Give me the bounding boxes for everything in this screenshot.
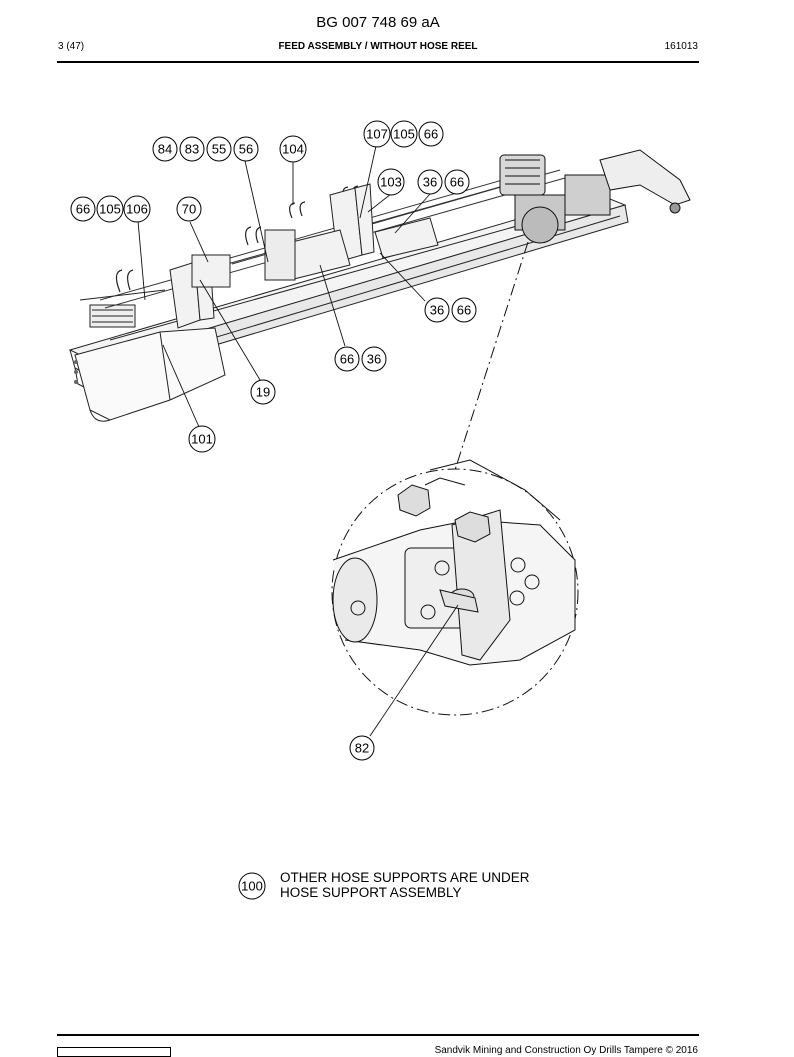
callout-66-d: 66 bbox=[457, 303, 471, 318]
date-code: 161013 bbox=[664, 41, 698, 52]
callout-bubbles bbox=[70, 120, 477, 900]
callout-bubble-84 bbox=[152, 136, 178, 162]
callout-56: 56 bbox=[239, 142, 253, 157]
hose-guide bbox=[74, 289, 226, 422]
callout-bubble-100 bbox=[238, 872, 266, 900]
callout-bubble-107 bbox=[363, 120, 391, 148]
callout-104: 104 bbox=[282, 142, 304, 157]
callout-84: 84 bbox=[158, 142, 172, 157]
callout-bubble-56 bbox=[233, 136, 259, 162]
rotation-unit bbox=[499, 149, 691, 244]
callout-bubble-66-a bbox=[418, 121, 444, 147]
page-number: 3 (47) bbox=[58, 41, 85, 52]
callout-66-a: 66 bbox=[424, 127, 438, 142]
callout-66-b: 66 bbox=[450, 175, 464, 190]
callout-bubble-83 bbox=[179, 136, 205, 162]
callout-107: 107 bbox=[366, 127, 388, 142]
callout-bubble-105-b bbox=[96, 195, 124, 223]
callout-bubble-105-a bbox=[390, 120, 418, 148]
callout-36-c: 36 bbox=[367, 352, 381, 367]
callout-36-a: 36 bbox=[423, 175, 437, 190]
callout-bubble-103 bbox=[377, 168, 405, 196]
document-id: BG 007 748 69 aA bbox=[316, 14, 440, 31]
callout-bubble-66-e bbox=[334, 346, 360, 372]
note-line-2: HOSE SUPPORT ASSEMBLY bbox=[280, 885, 462, 900]
section-title: FEED ASSEMBLY / WITHOUT HOSE REEL bbox=[278, 41, 478, 52]
callout-83: 83 bbox=[185, 142, 199, 157]
callout-36-b: 36 bbox=[430, 303, 444, 318]
callout-bubble-66-b bbox=[444, 169, 470, 195]
callout-bubble-70 bbox=[176, 196, 202, 222]
callout-bubble-36-b bbox=[424, 297, 450, 323]
callout-19: 19 bbox=[256, 385, 270, 400]
callout-bubble-36-c bbox=[361, 346, 387, 372]
leader-lines bbox=[137, 145, 459, 737]
callout-bubble-82 bbox=[349, 735, 375, 761]
callout-105-b: 105 bbox=[99, 202, 121, 217]
callout-bubble-106 bbox=[123, 195, 151, 223]
callout-66-e: 66 bbox=[340, 352, 354, 367]
callout-bubble-36-a bbox=[417, 169, 443, 195]
callout-bubble-104 bbox=[279, 135, 307, 163]
header-rule bbox=[57, 61, 699, 63]
front-bolts bbox=[74, 360, 78, 384]
callout-105-a: 105 bbox=[393, 127, 415, 142]
callout-100: 100 bbox=[241, 879, 263, 894]
callout-55: 55 bbox=[212, 142, 226, 157]
callout-106: 106 bbox=[126, 202, 148, 217]
detail-view bbox=[331, 241, 579, 716]
hose-support-note: OTHER HOSE SUPPORTS ARE UNDER HOSE SUPPO… bbox=[280, 870, 530, 900]
callout-bubble-66-d bbox=[451, 297, 477, 323]
callout-82: 82 bbox=[355, 741, 369, 756]
callout-103: 103 bbox=[380, 175, 402, 190]
footer-rule bbox=[57, 1034, 699, 1036]
callout-70: 70 bbox=[182, 202, 196, 217]
copyright-notice: Sandvik Mining and Construction Oy Drill… bbox=[434, 1045, 698, 1056]
callout-bubble-66-c bbox=[70, 196, 96, 222]
callout-66-c: 66 bbox=[76, 202, 90, 217]
callout-101: 101 bbox=[191, 432, 213, 447]
callout-bubble-55 bbox=[206, 136, 232, 162]
callout-bubble-19 bbox=[250, 379, 276, 405]
cradle-supports bbox=[169, 183, 439, 329]
note-line-1: OTHER HOSE SUPPORTS ARE UNDER bbox=[280, 870, 530, 885]
callout-bubble-101 bbox=[188, 425, 216, 453]
sandvik-logo bbox=[57, 1047, 171, 1057]
